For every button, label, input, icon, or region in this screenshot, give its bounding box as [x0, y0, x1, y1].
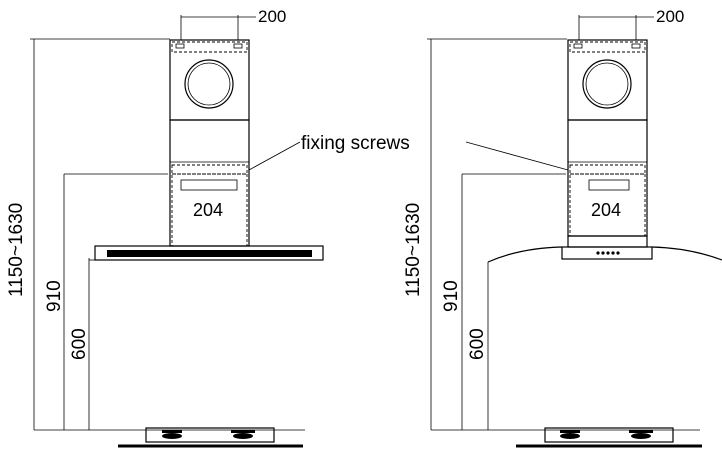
left-bracket-height-label: 910	[44, 280, 65, 312]
right-hood-height-label: 600	[467, 328, 488, 360]
right-bracket-width-label: 204	[591, 200, 621, 220]
left-vent-spacing-label: 200	[258, 7, 286, 26]
right-hood-drawing	[427, 15, 722, 448]
left-bracket-width-label: 204	[193, 200, 223, 220]
left-hood-height-label: 600	[69, 328, 90, 360]
left-hood-drawing	[30, 15, 324, 448]
right-vent-spacing-label: 200	[656, 7, 684, 26]
right-bracket-height-label: 910	[441, 280, 462, 312]
left-height-range-label: 1150~1630	[6, 203, 27, 297]
right-height-range-label: 1150~1630	[403, 203, 424, 297]
fixing-screws-label: fixing screws	[301, 133, 410, 154]
